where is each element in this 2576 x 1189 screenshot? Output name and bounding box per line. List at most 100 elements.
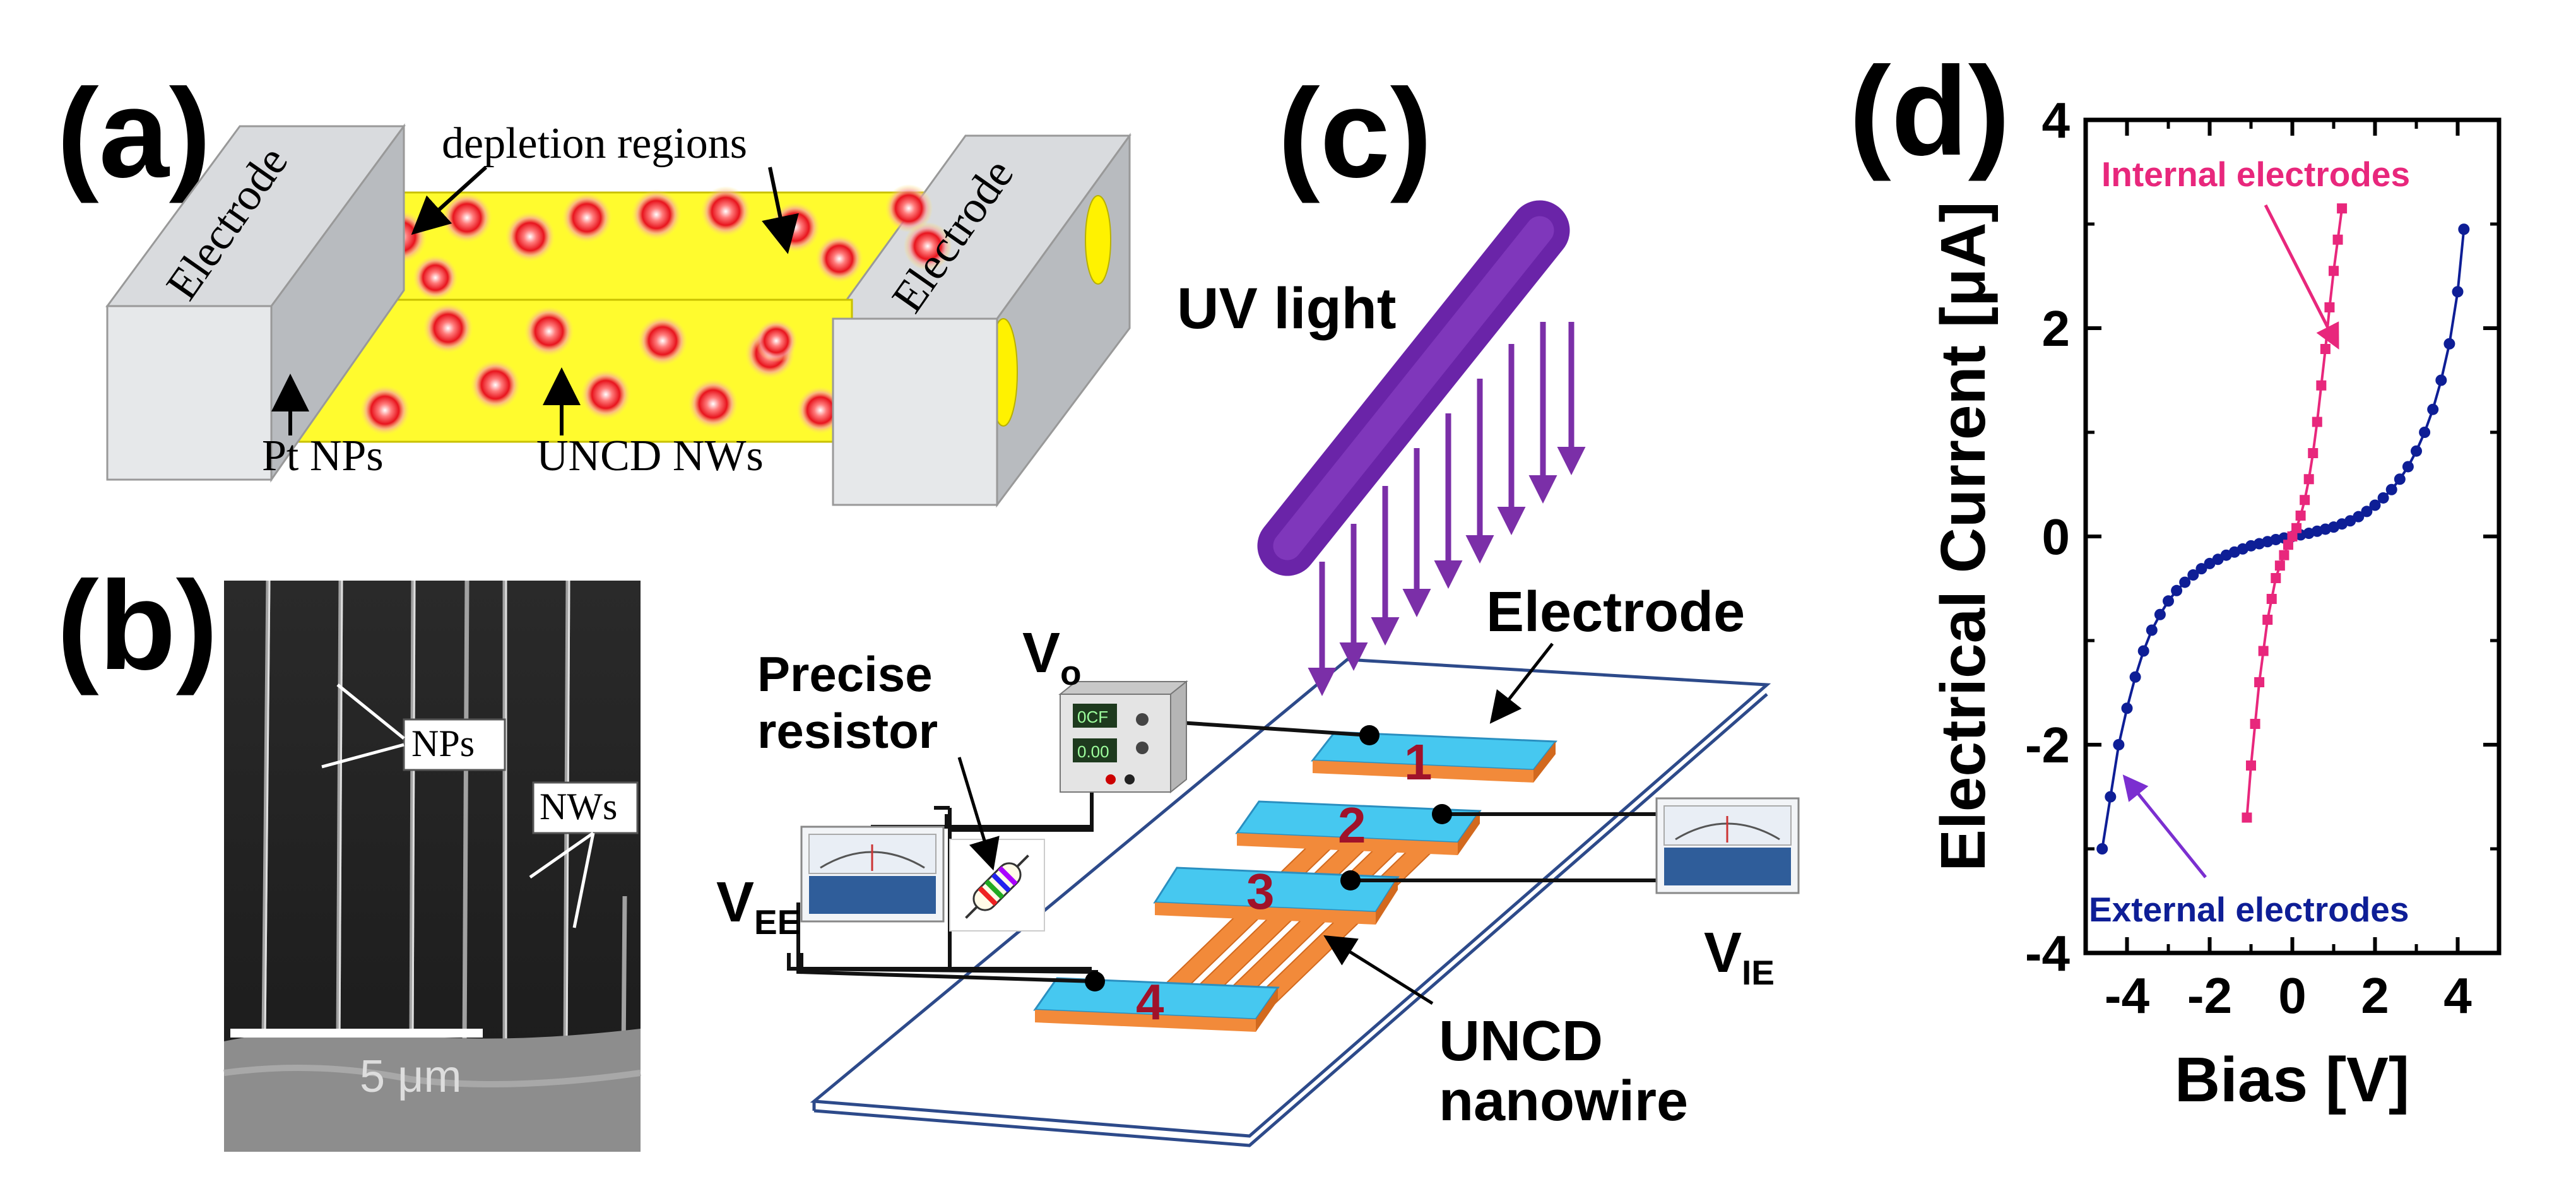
panel-label-a: (a) (57, 63, 211, 204)
nps-pointer-2 (321, 743, 405, 769)
y-tick-label: -4 (2025, 925, 2071, 981)
nws-pointer-2 (572, 832, 595, 928)
x-tick-label: 2 (2361, 967, 2389, 1024)
internal-data-point (2324, 302, 2335, 312)
nps-label-box (403, 718, 506, 771)
internal-data-point (2332, 234, 2343, 245)
internal-data-point (2266, 594, 2277, 604)
electrode-number-2: 2 (1338, 797, 1366, 853)
resistor-arrow (957, 757, 1000, 871)
external-data-point (2402, 461, 2414, 473)
electrode-pad-2 (1235, 800, 1482, 855)
nws-label: NWs (540, 786, 617, 827)
external-data-point (2154, 608, 2166, 620)
depletion-arrow-2 (762, 167, 799, 254)
meter-vee (800, 825, 945, 923)
external-data-point (2113, 739, 2125, 750)
panel-label-c: (c) (1278, 63, 1432, 204)
nws-label-box (532, 781, 639, 834)
uv-arrows (1308, 322, 1586, 696)
external-data-point (2419, 427, 2431, 438)
internal-data-point (2308, 448, 2319, 458)
electrode-pad-4 (1033, 977, 1280, 1032)
uncd-label-1: UNCD (1439, 1010, 1603, 1073)
x-tick-label: 0 (2278, 967, 2307, 1024)
substrate-thickness (813, 693, 1768, 1147)
y-tick-label: 0 (2042, 509, 2071, 565)
external-data-point (2452, 286, 2464, 298)
internal-data-point (2291, 523, 2302, 533)
y-tick-label: -2 (2025, 717, 2070, 773)
annotation-external-arrow (2122, 774, 2207, 878)
panel-a: (a) (57, 63, 1131, 508)
external-data-point (2179, 576, 2191, 588)
scale-bar-label: 5 μm (360, 1051, 462, 1102)
precise-resistor (949, 839, 1045, 932)
external-data-point (2353, 511, 2365, 523)
sem-nanowire-highlights (264, 580, 570, 1048)
external-data-point (2394, 473, 2406, 485)
contact-dots (1085, 725, 1452, 991)
internal-data-point (2320, 344, 2331, 354)
external-data-point (2443, 338, 2455, 350)
panel-c: (c) (716, 63, 1800, 1147)
uv-light-source (1257, 200, 1570, 576)
x-axis-label: Bias [V] (2175, 1044, 2409, 1115)
external-data-point (2458, 223, 2470, 235)
internal-data-point (2246, 760, 2256, 771)
right-electrode-front (832, 317, 998, 506)
external-data-point (2096, 843, 2108, 855)
external-data-point (2385, 483, 2397, 495)
v-ee-label: VEE (716, 871, 800, 942)
external-data-point (2411, 445, 2422, 457)
annotation-internal: Internal electrodes (2101, 155, 2410, 194)
external-data-point (2435, 374, 2447, 386)
internal-data-point (2316, 380, 2327, 391)
electrode-number-4: 4 (1136, 974, 1164, 1030)
plot-ticks (2084, 118, 2501, 955)
uncd-nws-label: UNCD NWs (536, 432, 764, 480)
nws-pointer-1 (529, 831, 594, 879)
x-tick-label: 4 (2443, 967, 2472, 1024)
svg-text:0.00: 0.00 (1077, 742, 1109, 761)
uncd-arrow (1323, 935, 1434, 1005)
depletion-regions-label: depletion regions (442, 119, 747, 168)
external-data-point (2187, 569, 2199, 581)
internal-data-point (2262, 615, 2273, 625)
annotation-external: External electrodes (2089, 890, 2409, 929)
internal-data-point (2337, 203, 2348, 214)
external-data-point (2137, 645, 2149, 657)
pt-nps-label: Pt NPs (262, 432, 384, 480)
internal-data-point (2283, 540, 2293, 550)
external-data-point (2146, 624, 2158, 636)
external-data-point (2171, 584, 2183, 596)
uncd-label-2: nanowire (1439, 1070, 1688, 1133)
external-data-point (2121, 702, 2133, 714)
internal-data-point (2287, 531, 2298, 541)
external-data-point (2195, 563, 2207, 575)
circuit-wires-main (796, 792, 1096, 983)
internal-data-point (2303, 474, 2314, 485)
y-axis-label: Electrical Current [μA] (1928, 201, 1999, 871)
internal-data-point (2250, 719, 2260, 729)
panel-b: (b) 5 μm NPs NWs (57, 555, 641, 1152)
sem-nanowires (261, 580, 627, 1055)
plot-series (2096, 203, 2470, 855)
internal-data-point (2258, 646, 2269, 656)
electrode-arrow-c (1489, 642, 1554, 724)
nps-label: NPs (411, 723, 475, 764)
external-data-point (2369, 499, 2381, 511)
panel-label-d: (d) (1849, 41, 2010, 182)
y-tick-label: 2 (2042, 300, 2071, 357)
v-ie-label: VIE (1704, 921, 1775, 992)
internal-data-point (2279, 550, 2289, 560)
uv-light-label: UV light (1177, 276, 1397, 341)
svg-text:0CF: 0CF (1077, 707, 1108, 726)
precise-resistor-label-1: Precise (757, 646, 933, 702)
precise-resistor-label-2: resistor (757, 703, 938, 759)
internal-data-point (2329, 266, 2339, 276)
depletion-arrow-1 (411, 165, 488, 235)
external-data-point (2163, 595, 2174, 607)
